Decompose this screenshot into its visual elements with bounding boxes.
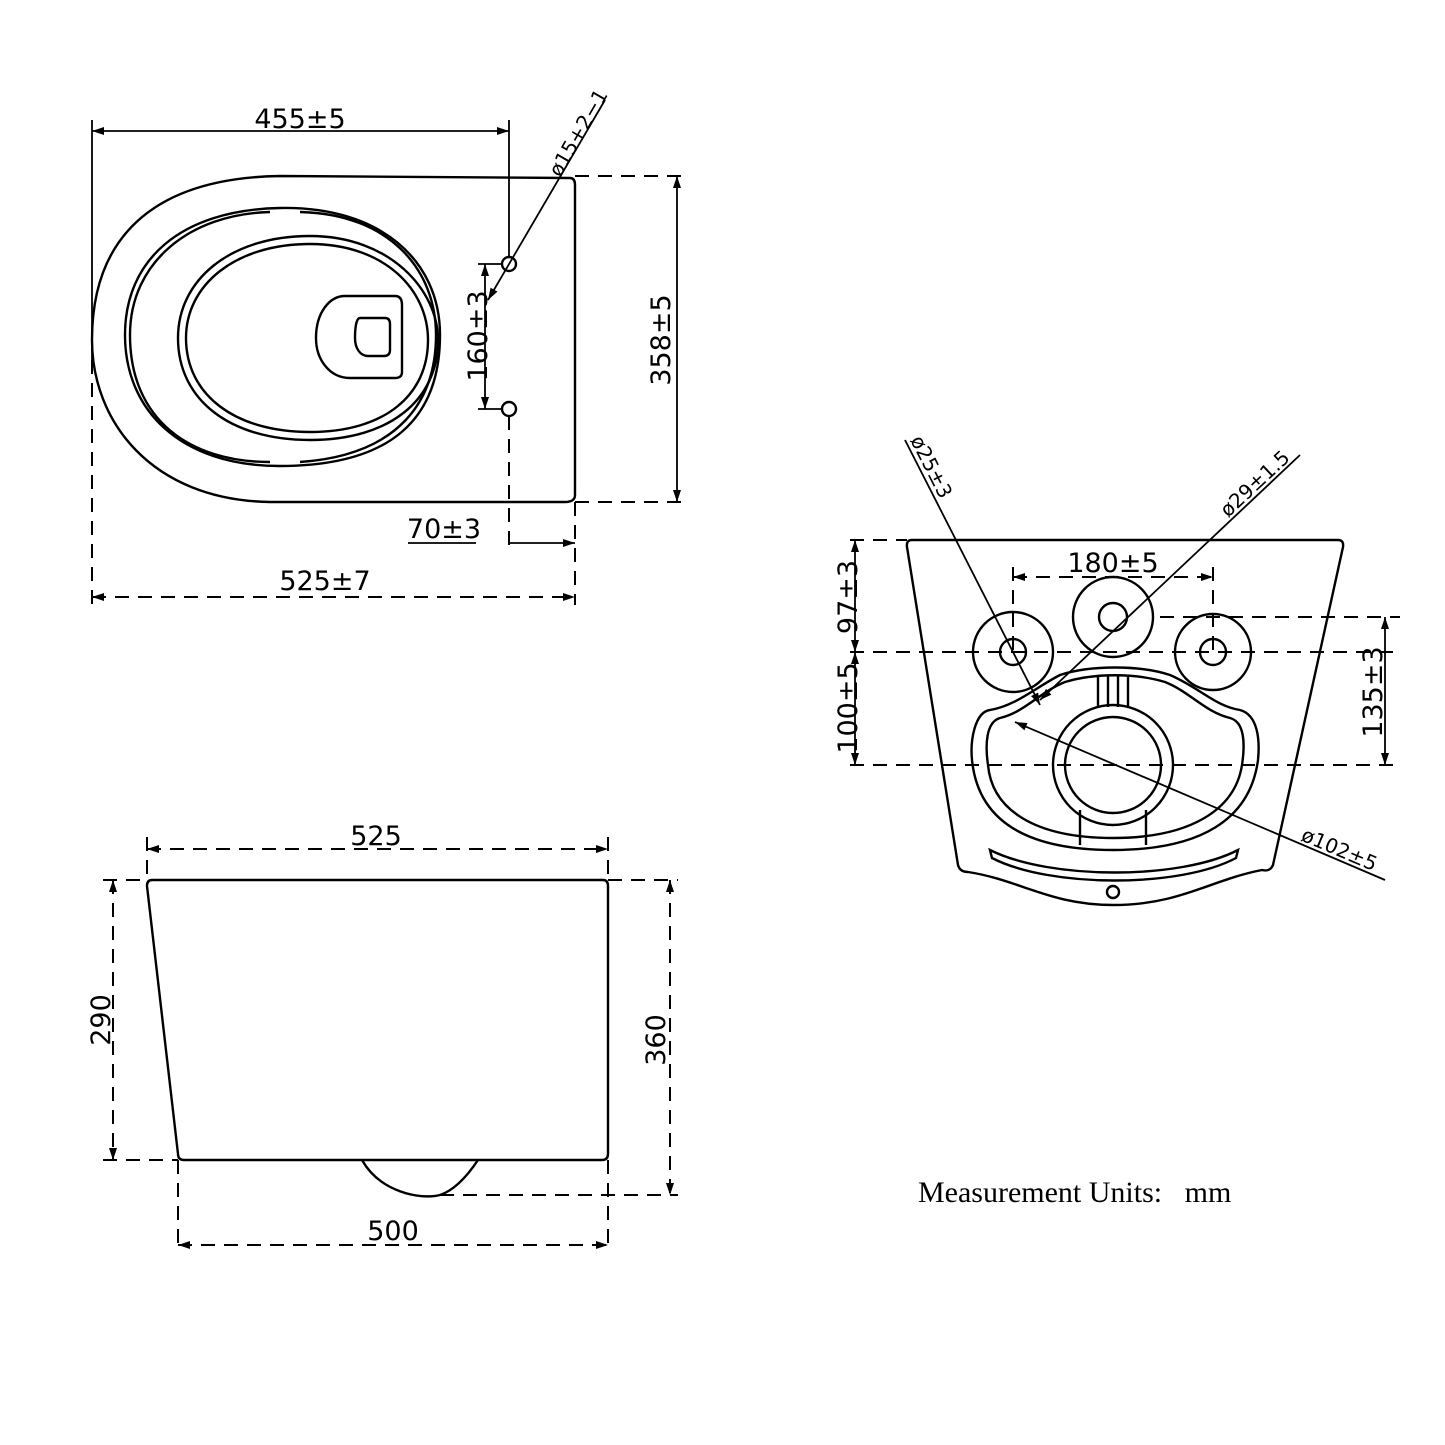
bowl-back-outer [970,666,1260,852]
back-outline [905,538,1345,907]
drain-hole [1105,884,1121,900]
back-view: 97±3 100±5 135±3 180±5 ø25±3 ø29±1.5 ø10… [833,431,1400,907]
dim-70: 70±3 [407,514,481,545]
side-profile [145,878,610,1162]
dim-455: 455±5 [254,104,345,135]
dim-500: 500 [367,1216,419,1247]
dim-135: 135±3 [1358,646,1389,737]
water-inlet-hole [1097,601,1129,633]
water-inlet-boss [1071,575,1155,659]
dim-97: 97±3 [833,560,864,634]
dim-180: 180±5 [1067,548,1158,579]
dim-290: 290 [86,994,117,1046]
measurement-units: Measurement Units: mm [918,1176,1231,1210]
dim-hole-diameter: ø15+2−1 [544,85,613,181]
mounting-hole-bottom [500,400,518,418]
dim-160: 160±3 [463,290,494,381]
dim-102: ø102±5 [1298,823,1381,876]
dim-100: 100±5 [833,662,864,753]
flush-channel [1078,676,1148,845]
bowl-back-inner [985,674,1245,840]
dim-525-top: 525±7 [279,566,370,597]
dim-525-side: 525 [350,821,402,852]
bowl-basin [176,234,440,442]
bowl-outline [90,174,577,504]
dim-360: 360 [641,1014,672,1066]
outlet-bulge [360,1159,479,1198]
rim-groove [988,847,1240,882]
dim-29: ø29±1.5 [1215,445,1294,521]
units-value: mm [1184,1176,1232,1209]
top-view: 455±5 ø15+2−1 358±5 160±3 70±3 525±7 [90,85,685,605]
bowl-rim-inner [128,210,438,464]
units-label: Measurement Units: [918,1176,1163,1209]
dim-25: ø25±3 [906,431,958,502]
dim-358: 358±5 [646,294,677,385]
bowl-rim [123,206,442,468]
drain-outer [314,294,404,380]
side-view: 525 290 360 500 [86,821,678,1252]
bowl-basin-inner [184,242,430,434]
drain-inner [353,316,392,358]
